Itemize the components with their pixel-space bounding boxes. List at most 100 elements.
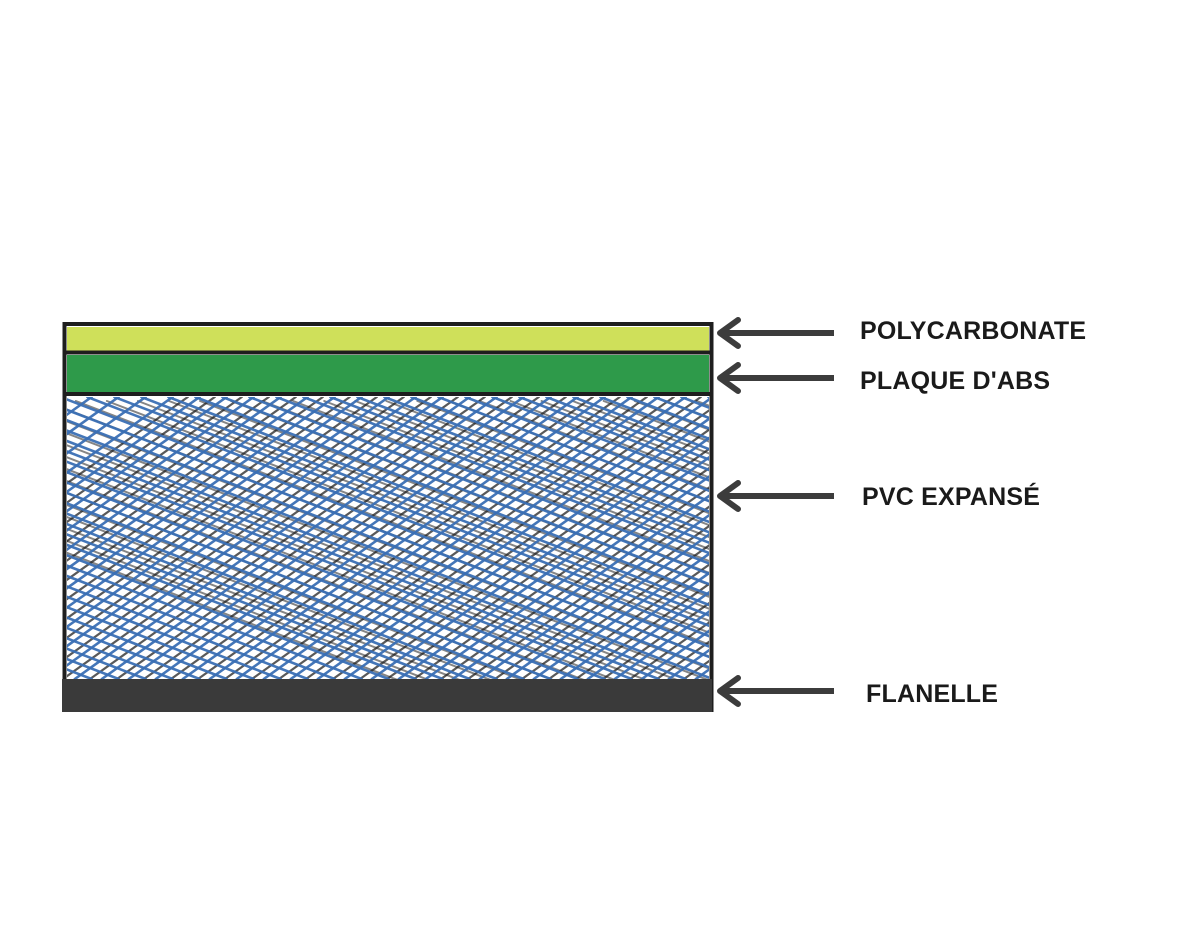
hatch-line bbox=[694, 667, 709, 679]
hatch-line bbox=[329, 397, 709, 545]
hatch-line bbox=[790, 401, 1200, 683]
hatch-line bbox=[67, 551, 398, 679]
hatch-line bbox=[951, 397, 1200, 679]
hatch-line bbox=[0, 397, 65, 679]
pvc-cross-hatch bbox=[0, 397, 1200, 683]
hatch-line bbox=[0, 397, 11, 679]
hatch-line bbox=[831, 397, 1200, 679]
hatch-line bbox=[67, 397, 147, 455]
hatch-line bbox=[194, 397, 709, 596]
hatch-line bbox=[323, 400, 709, 551]
hatch-line bbox=[67, 585, 309, 679]
abs-layer bbox=[67, 355, 709, 392]
hatch-line bbox=[978, 397, 1200, 679]
hatch-line bbox=[735, 397, 1200, 679]
arrow-left-icon bbox=[717, 480, 834, 512]
pvc-expanse-layer bbox=[67, 397, 709, 679]
hatch-line bbox=[843, 397, 1200, 679]
hatch-line bbox=[67, 470, 606, 679]
hatch-line bbox=[67, 418, 709, 669]
hatch-line bbox=[509, 400, 709, 479]
hatch-line bbox=[67, 439, 687, 679]
hatch-line bbox=[316, 397, 709, 679]
hatch-line bbox=[873, 397, 1200, 679]
hatch-line bbox=[67, 491, 552, 679]
hatch-line bbox=[208, 397, 606, 679]
hatch-line bbox=[67, 564, 363, 679]
hatch-line bbox=[912, 397, 1200, 679]
hatch-line bbox=[981, 397, 1200, 679]
hatch-line bbox=[870, 397, 1200, 679]
hatch-line bbox=[0, 397, 11, 679]
hatch-line bbox=[67, 397, 228, 513]
hatch-line bbox=[451, 494, 709, 679]
hatch-line bbox=[695, 400, 709, 407]
hatch-line bbox=[385, 400, 709, 527]
hatch-line bbox=[927, 397, 1200, 679]
flanelle-label: FLANELLE bbox=[866, 680, 999, 708]
hatch-line bbox=[262, 397, 660, 679]
hatch-line bbox=[976, 401, 1200, 683]
hatch-line bbox=[67, 397, 201, 494]
hatch-line bbox=[897, 397, 1200, 679]
hatch-line bbox=[885, 397, 1200, 679]
hatch-line bbox=[67, 553, 390, 679]
arrow-left-icon bbox=[717, 362, 834, 394]
hatch-line bbox=[707, 397, 709, 399]
hatch-line bbox=[750, 397, 1145, 679]
hatch-line bbox=[613, 610, 709, 679]
hatch-line bbox=[67, 397, 174, 475]
abs-plate-label: PLAQUE D'ABS bbox=[860, 367, 1051, 395]
hatch-line bbox=[858, 397, 1200, 679]
hatch-line bbox=[289, 397, 687, 679]
hatch-line bbox=[738, 397, 1133, 679]
hatch-line bbox=[67, 533, 444, 679]
hatch-line bbox=[653, 397, 709, 420]
hatch-line bbox=[74, 400, 709, 646]
arrow-head bbox=[717, 362, 741, 394]
hatch-line bbox=[67, 397, 282, 552]
hatch-line bbox=[789, 397, 1200, 679]
arrow-left-icon bbox=[717, 317, 834, 349]
hatch-line bbox=[181, 397, 579, 679]
hatch-line bbox=[67, 397, 324, 582]
hatch-line bbox=[491, 397, 709, 482]
hatch-line bbox=[664, 400, 709, 419]
hatch-line bbox=[67, 512, 498, 679]
hatch-line bbox=[67, 408, 709, 659]
hatch-line bbox=[67, 450, 660, 679]
hatch-line bbox=[67, 539, 429, 679]
hatch-line bbox=[416, 400, 709, 515]
hatch-line bbox=[67, 397, 417, 648]
hatch-line bbox=[518, 397, 709, 472]
hatch-line bbox=[221, 397, 709, 586]
hatch-line bbox=[67, 429, 709, 679]
hatch-line bbox=[723, 397, 1118, 679]
hatch-line bbox=[67, 398, 709, 648]
hatch-line bbox=[777, 397, 1172, 679]
hatch-line bbox=[67, 397, 243, 524]
hatch-line bbox=[67, 504, 522, 679]
hatch-line bbox=[966, 397, 1200, 679]
hatch-line bbox=[397, 455, 709, 679]
hatch-line bbox=[67, 501, 525, 679]
hatch-line bbox=[140, 397, 709, 617]
hatch-line bbox=[680, 397, 709, 410]
hatch-line bbox=[424, 475, 709, 679]
polycarbonate-layer bbox=[67, 327, 709, 351]
arrow-head bbox=[717, 675, 741, 707]
arrow-left-icon bbox=[717, 675, 834, 707]
hatch-line bbox=[914, 401, 1200, 683]
hatch-line bbox=[559, 571, 709, 679]
hatch-line bbox=[67, 481, 579, 679]
hatch-line bbox=[67, 605, 255, 679]
hatch-line bbox=[505, 532, 709, 679]
hatch-line bbox=[478, 400, 709, 491]
pvc-expanse-label: PVC EXPANSÉ bbox=[862, 483, 1041, 511]
hatch-line bbox=[67, 543, 417, 679]
arrow-head bbox=[717, 480, 741, 512]
hatch-line bbox=[105, 400, 709, 634]
hatch-line bbox=[852, 401, 1200, 683]
hatch-line bbox=[67, 397, 309, 571]
hatch-line bbox=[67, 397, 270, 543]
